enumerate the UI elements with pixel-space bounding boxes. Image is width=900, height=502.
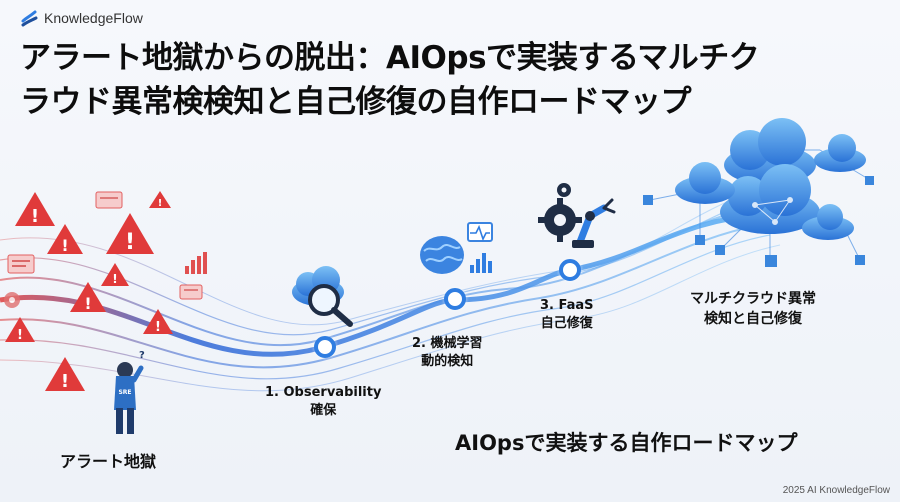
svg-text:?: ?	[139, 350, 145, 361]
svg-text:!: !	[84, 294, 91, 313]
step-3-subtitle: 自己修復	[540, 316, 593, 331]
footer-copyright: 2025 AI KnowledgeFlow	[782, 485, 890, 496]
roadmap-nodes	[311, 256, 584, 361]
step-1-subtitle: 確保	[310, 403, 337, 418]
sre-badge: SRE	[118, 389, 131, 396]
multicloud-network-icon	[643, 118, 874, 267]
title-line-2: ラウド異常検検知と自己修復の自作ロードマップ	[20, 84, 692, 120]
step-3-title: 3. FaaS	[540, 298, 594, 313]
gears-robot-arm-icon	[538, 183, 616, 248]
roadmap-caption: AIOpsで実装する自作ロードマップ	[455, 431, 798, 455]
step-1-title: 1. Observability	[265, 385, 382, 400]
alert-hell-label: アラート地獄	[60, 452, 157, 471]
svg-text:!: !	[17, 328, 23, 343]
brand: KnowledgeFlow	[20, 9, 143, 27]
svg-text:!: !	[31, 206, 39, 227]
goal-subtitle: 検知と自己修復	[704, 311, 802, 327]
svg-text:!: !	[112, 272, 117, 286]
svg-text:!: !	[61, 371, 69, 392]
step-3-label: 3. FaaS 自己修復	[540, 297, 594, 333]
svg-text:!: !	[61, 236, 68, 255]
flow-lines	[0, 184, 781, 392]
svg-text:!: !	[125, 230, 135, 255]
brain-chart-icon	[420, 222, 493, 274]
svg-text:!: !	[155, 320, 161, 335]
cloud-search-icon	[292, 266, 353, 327]
page-title: アラート地獄からの脱出：AIOpsで実装するマルチク ラウド異常検検知と自己修復…	[20, 36, 880, 124]
goal-title: マルチクラウド異常	[690, 291, 816, 307]
step-2-subtitle: 動的検知	[421, 354, 474, 369]
knowledgeflow-logo-icon	[21, 10, 38, 27]
svg-text:!: !	[158, 198, 163, 209]
alert-warnings: ! ! ! ! ! ! ! ! !	[4, 191, 207, 392]
goal-label: マルチクラウド異常 検知と自己修復	[690, 289, 816, 329]
step-1-label: 1. Observability 確保	[265, 384, 381, 420]
title-line-1: アラート地獄からの脱出：AIOpsで実装するマルチク	[20, 40, 760, 76]
step-2-label: 2. 機械学習 動的検知	[412, 335, 483, 371]
sre-person-icon: SRE ?	[114, 350, 145, 434]
brand-name: KnowledgeFlow	[44, 10, 143, 26]
step-2-title: 2. 機械学習	[412, 336, 483, 351]
